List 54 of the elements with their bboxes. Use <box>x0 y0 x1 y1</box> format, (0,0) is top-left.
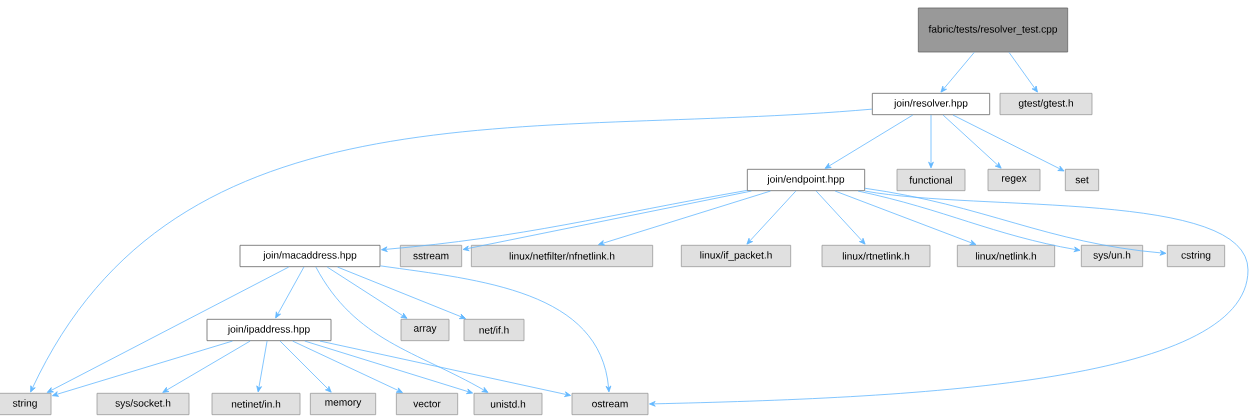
arrow <box>46 266 290 393</box>
arrow <box>52 340 233 397</box>
system-header-box: net/if.h <box>463 318 525 342</box>
system-header-box: sstream <box>399 244 463 268</box>
arrow <box>824 114 914 169</box>
arrow <box>857 190 1081 253</box>
system-header-box: cstring <box>1166 244 1226 268</box>
arrow <box>952 114 1065 172</box>
arrow <box>834 190 977 246</box>
arrow <box>928 114 934 169</box>
system-header-box: gtest/gtest.h <box>999 92 1093 116</box>
arrow <box>815 190 866 245</box>
system-header-box: linux/netlink.h <box>956 244 1056 268</box>
arrow <box>256 340 268 393</box>
arrow <box>381 190 748 253</box>
arrow <box>942 114 1002 169</box>
root-file-box: fabric/tests/resolver_test.cpp <box>917 7 1069 53</box>
arrow <box>1008 52 1038 93</box>
arrow <box>279 340 332 393</box>
system-header-box: string <box>0 392 52 416</box>
system-header-box: linux/netfilter/nfnetlink.h <box>470 244 654 268</box>
arrow <box>315 266 489 393</box>
system-header-box: sys/socket.h <box>96 392 190 416</box>
arrow <box>162 340 251 393</box>
system-header-box: array <box>400 318 450 342</box>
system-header-box: linux/rtnetlink.h <box>821 244 931 268</box>
arrow <box>940 52 975 93</box>
header-box: join/resolver.hpp <box>871 92 991 116</box>
arrow <box>292 340 403 393</box>
arrow <box>275 266 305 319</box>
system-header-box: functional <box>896 168 966 192</box>
system-header-box: set <box>1064 168 1100 192</box>
arrow <box>462 190 752 252</box>
system-header-box: vector <box>395 392 459 416</box>
arrow <box>326 266 408 319</box>
system-header-box: linux/if_packet.h <box>680 244 792 268</box>
system-header-box: regex <box>987 168 1041 192</box>
system-header-box: memory <box>309 392 377 416</box>
arrow <box>380 265 612 393</box>
arrow <box>337 266 466 320</box>
header-box: join/macaddress.hpp <box>239 244 381 268</box>
header-box: join/ipaddress.hpp <box>206 318 332 342</box>
arrow <box>30 108 873 393</box>
arrow <box>649 190 1249 407</box>
arrow <box>864 187 1167 256</box>
header-box: join/endpoint.hpp <box>746 168 866 192</box>
system-header-box: netinet/in.h <box>211 392 301 416</box>
arrow <box>746 190 797 245</box>
arrow <box>598 190 771 246</box>
system-header-box: ostream <box>571 392 649 416</box>
system-header-box: unistd.h <box>473 392 543 416</box>
system-header-box: sys/un.h <box>1080 244 1144 268</box>
arrow <box>304 340 473 395</box>
arrow <box>319 340 571 397</box>
